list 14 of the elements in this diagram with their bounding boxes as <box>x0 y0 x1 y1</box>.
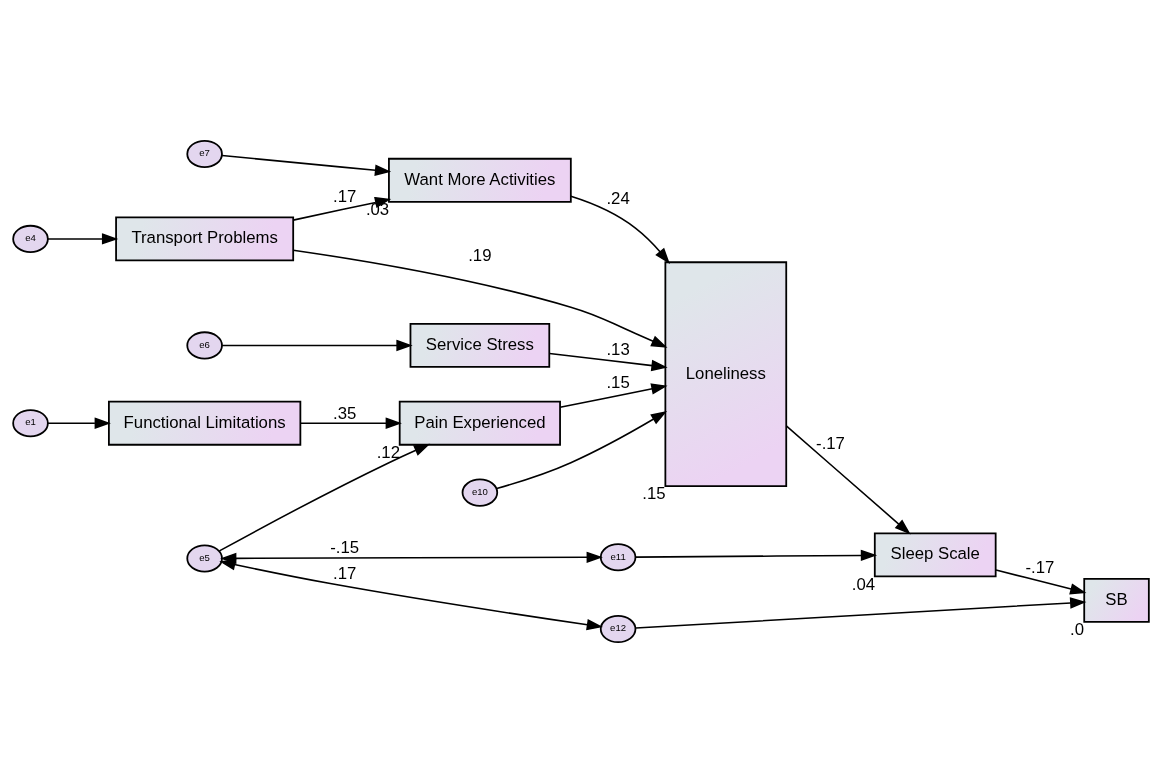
edge-label: -.17 <box>816 433 845 453</box>
edge-label: .19 <box>468 245 492 265</box>
edge-label: .35 <box>333 403 357 423</box>
edge-label: .17 <box>333 563 357 583</box>
edge-label: .13 <box>606 339 630 359</box>
edge-label: -.15 <box>330 537 360 557</box>
edge-label: .17 <box>333 186 357 206</box>
edge-label: .15 <box>606 372 630 392</box>
node-label: .12 <box>376 442 400 462</box>
node-label: .15 <box>642 483 666 503</box>
node-label: .0 <box>1070 619 1085 639</box>
edge-label: .24 <box>606 188 630 208</box>
edge-label: -.17 <box>1025 557 1055 577</box>
node-label: .04 <box>851 574 876 594</box>
